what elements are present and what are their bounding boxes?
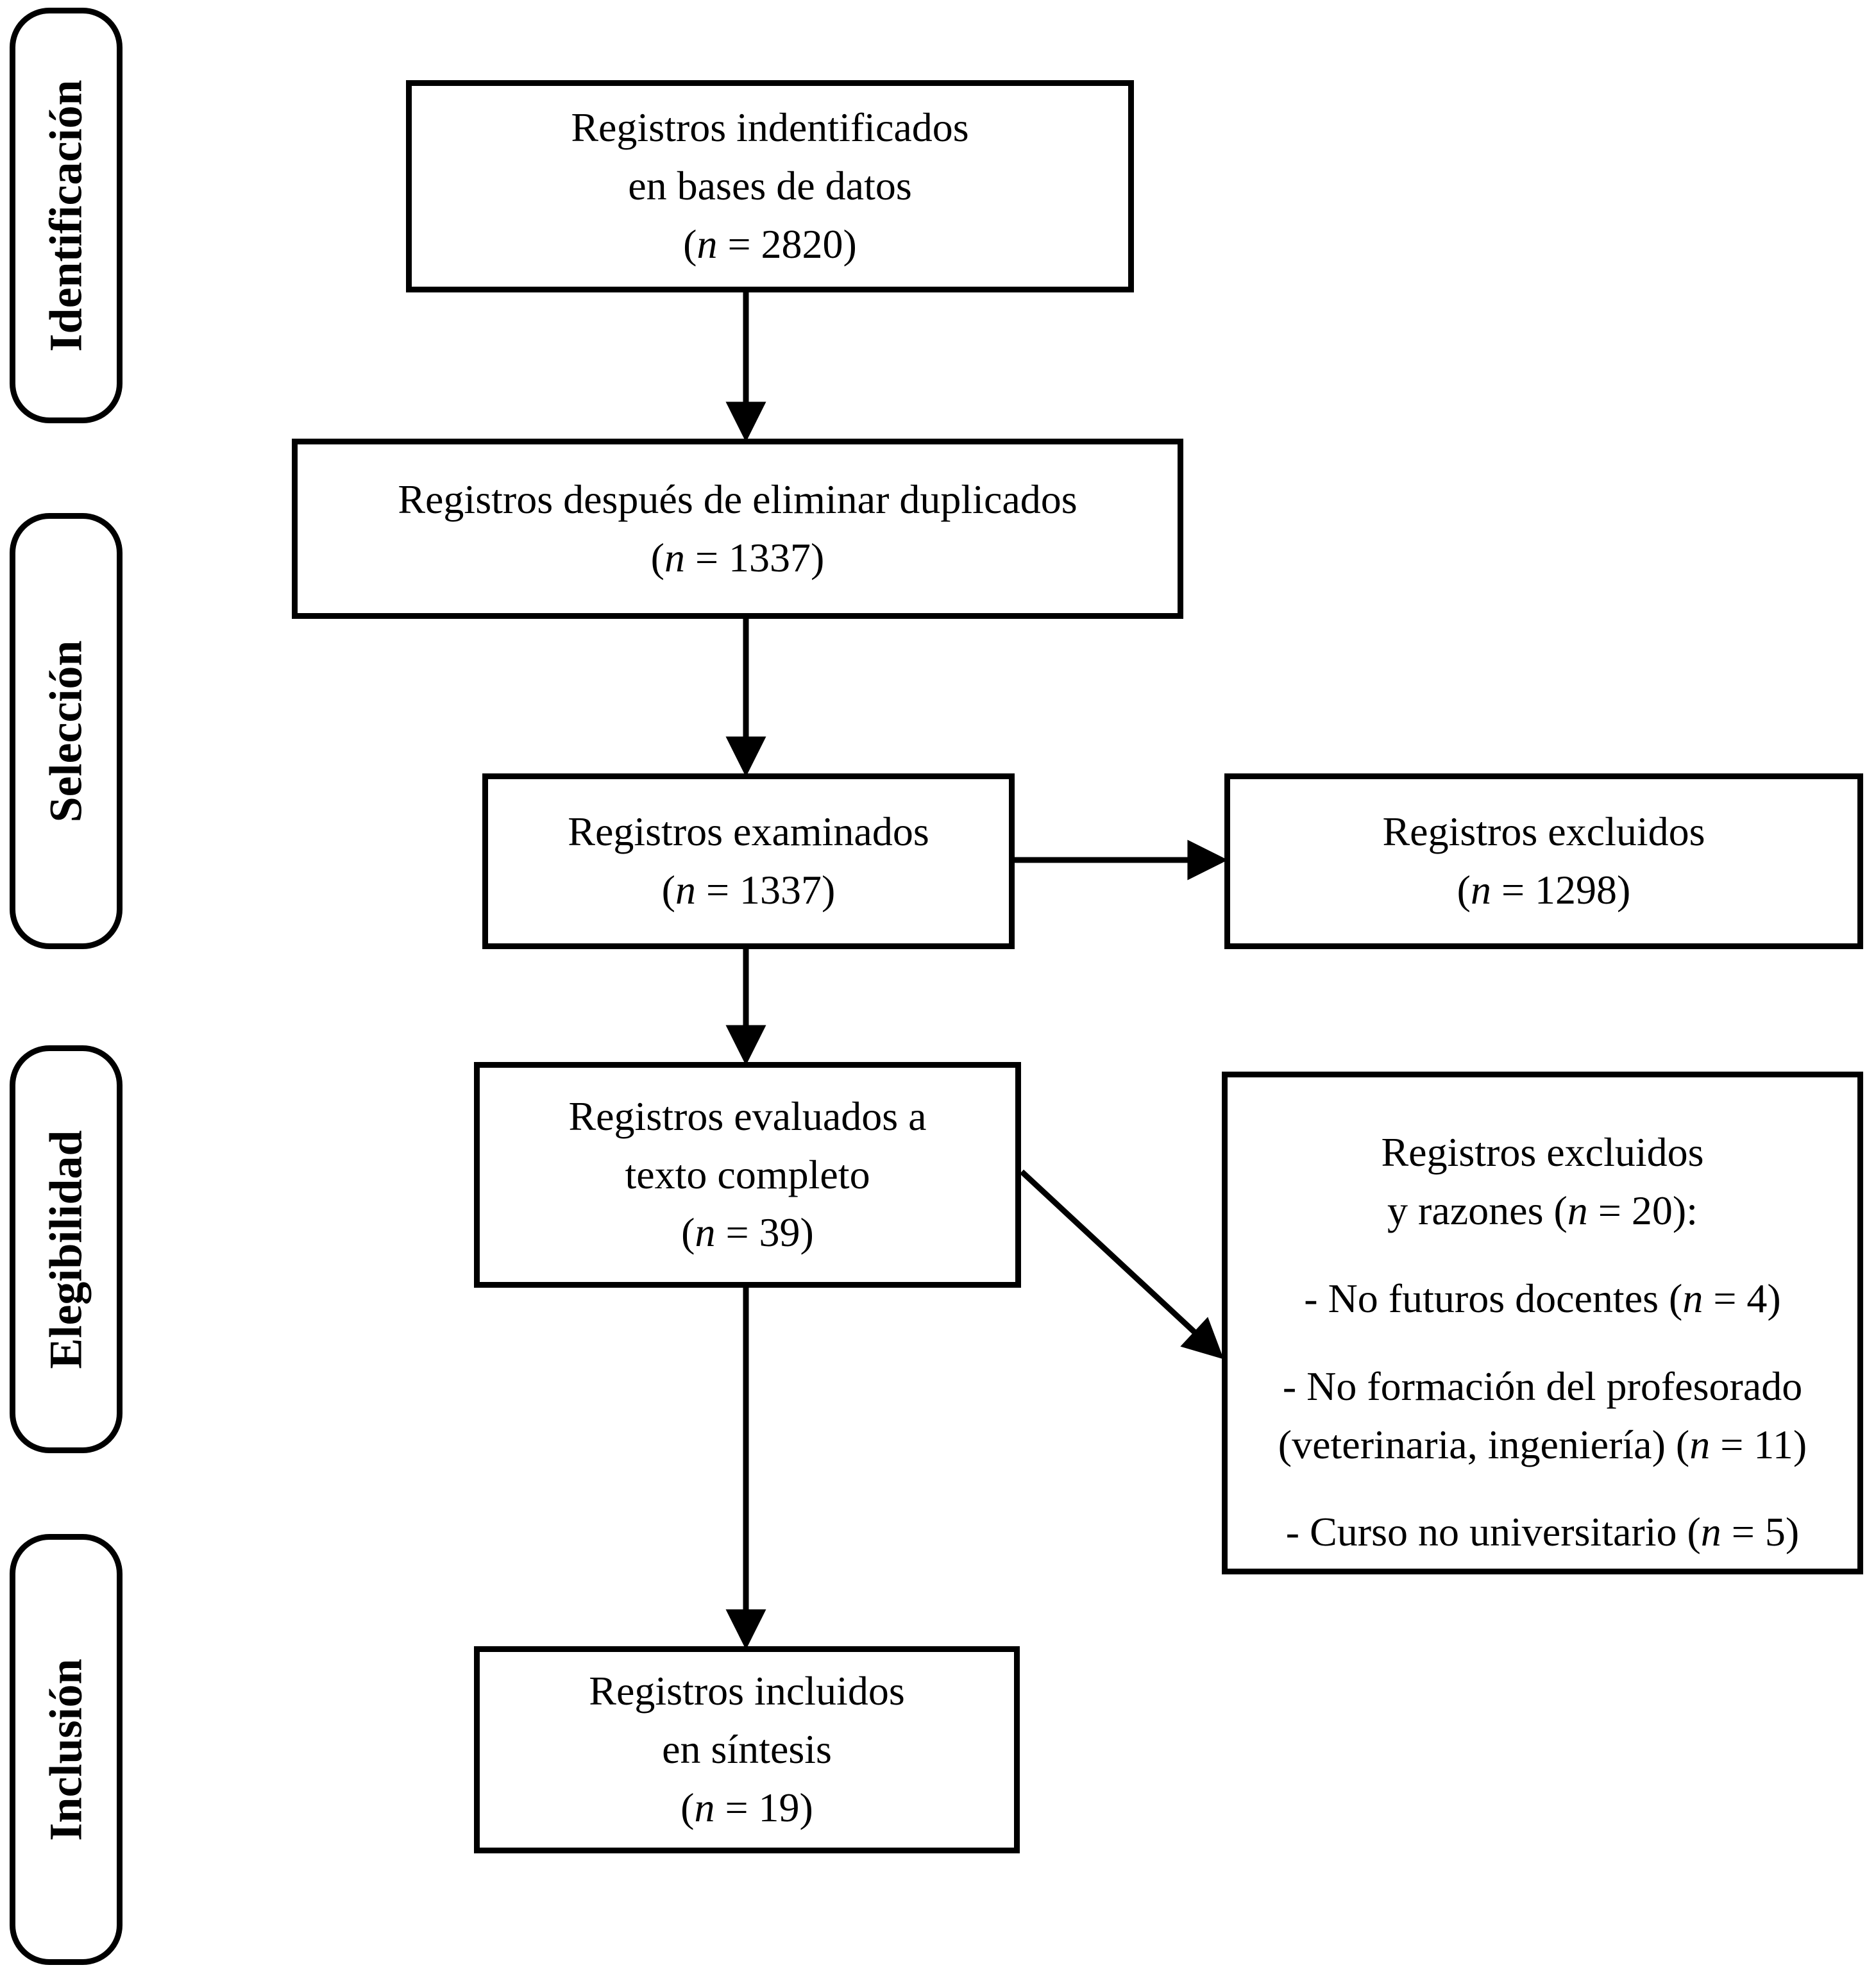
box-records-excluded: Registros excluidos (n = 1298) — [1224, 773, 1863, 949]
box-fulltext-excluded-title: y razones (n = 20): — [1387, 1187, 1698, 1233]
box-fulltext-assessed-count: (n = 39) — [681, 1209, 814, 1256]
box-included-synthesis-count: (n = 19) — [680, 1784, 813, 1830]
stage-identification-label: Identificación — [40, 80, 92, 351]
exclusion-reason: - No formación del profesorado (veterina… — [1278, 1363, 1807, 1467]
stage-inclusion-label: Inclusión — [40, 1658, 92, 1841]
box-records-excluded-line: Registros excluidos — [1382, 809, 1705, 855]
box-fulltext-assessed-line: texto completo — [625, 1151, 870, 1197]
exclusion-reason: - Curso no universitario (n = 5) — [1285, 1509, 1800, 1555]
stage-inclusion: Inclusión — [10, 1534, 123, 1965]
box-fulltext-assessed: Registros evaluados a texto completo (n … — [474, 1062, 1021, 1288]
box-records-identified-line: en bases de datos — [628, 163, 912, 209]
stage-selection-label: Selección — [40, 640, 92, 822]
box-included-synthesis: Registros incluidos en síntesis (n = 19) — [474, 1646, 1020, 1853]
box-records-screened: Registros examinados (n = 1337) — [482, 773, 1015, 949]
box-records-screened-count: (n = 1337) — [661, 867, 836, 913]
box-records-identified-count: (n = 2820) — [683, 221, 857, 267]
box-records-deduplicated: Registros después de eliminar duplicados… — [292, 439, 1183, 619]
stage-eligibility: Elegibilidad — [10, 1045, 123, 1453]
box-records-identified: Registros indentificados en bases de dat… — [406, 80, 1134, 292]
box-records-deduplicated-line: Registros después de eliminar duplicados — [398, 476, 1077, 522]
stage-identification: Identificación — [10, 8, 123, 423]
box-included-synthesis-line: en síntesis — [662, 1726, 832, 1773]
stage-eligibility-label: Elegibilidad — [40, 1129, 92, 1369]
box-included-synthesis-line: Registros incluidos — [589, 1668, 905, 1714]
box-fulltext-assessed-line: Registros evaluados a — [568, 1093, 927, 1139]
box-records-screened-line: Registros examinados — [568, 809, 929, 855]
box-records-identified-line: Registros indentificados — [571, 105, 969, 151]
exclusion-reason: - No futuros docentes (n = 4) — [1304, 1275, 1781, 1321]
box-records-deduplicated-count: (n = 1337) — [650, 534, 825, 580]
box-fulltext-excluded-reasons: Registros excluidos y razones (n = 20): … — [1222, 1072, 1863, 1574]
box-fulltext-excluded-title: Registros excluidos — [1381, 1129, 1704, 1175]
box-records-excluded-count: (n = 1298) — [1457, 867, 1631, 913]
stage-selection: Selección — [10, 513, 123, 949]
arrow-fulltext-to-excluded-reasons — [1019, 1169, 1224, 1360]
